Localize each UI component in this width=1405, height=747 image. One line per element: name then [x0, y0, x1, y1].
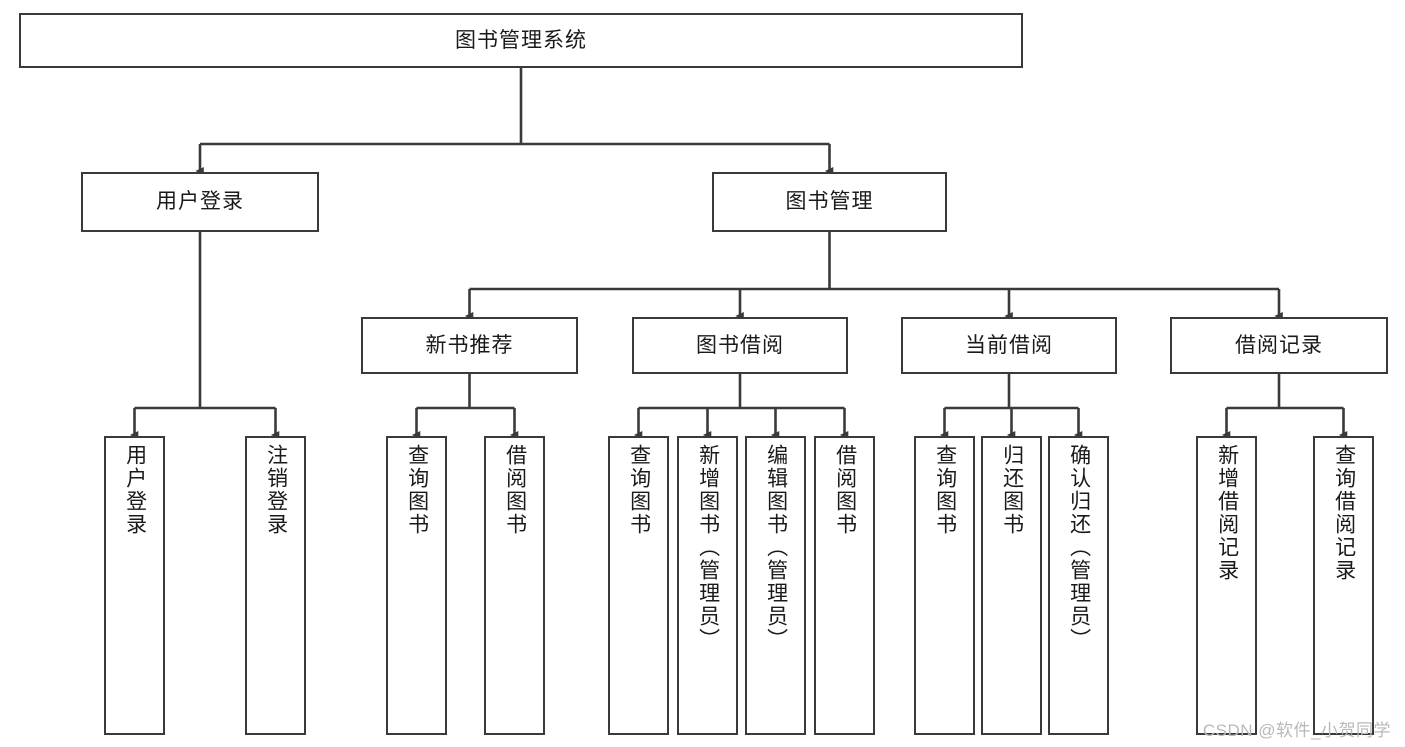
- node-label: 用户登录: [123, 444, 147, 536]
- node-leaf-borrow-2[interactable]: 借阅图书: [814, 436, 875, 735]
- node-label: 归还图书: [1000, 444, 1024, 536]
- node-leaf-confirm[interactable]: 确认归还（管理员）: [1048, 436, 1109, 735]
- node-leaf-query-3[interactable]: 查询图书: [914, 436, 975, 735]
- node-root[interactable]: 图书管理系统: [19, 13, 1023, 68]
- node-label: 查询图书: [933, 444, 957, 536]
- node-label: 新增图书（管理员）: [696, 444, 720, 651]
- node-label: 借阅图书: [833, 444, 857, 536]
- node-leaf-return[interactable]: 归还图书: [981, 436, 1042, 735]
- node-label: 查询图书: [405, 444, 429, 536]
- node-leaf-logout[interactable]: 注销登录: [245, 436, 306, 735]
- watermark: CSDN @软件_小贺同学: [1202, 721, 1391, 740]
- node-label: 当前借阅: [965, 333, 1053, 357]
- node-leaf-edit-book[interactable]: 编辑图书（管理员）: [745, 436, 806, 735]
- node-user-login[interactable]: 用户登录: [81, 172, 319, 232]
- node-book-borrow[interactable]: 图书借阅: [632, 317, 848, 374]
- node-borrow-record[interactable]: 借阅记录: [1170, 317, 1388, 374]
- node-label: 用户登录: [156, 190, 244, 214]
- node-label: 查询图书: [627, 444, 651, 536]
- node-label: 借阅记录: [1235, 333, 1323, 357]
- node-leaf-borrow-1[interactable]: 借阅图书: [484, 436, 545, 735]
- node-book-manage[interactable]: 图书管理: [712, 172, 947, 232]
- node-label: 新书推荐: [425, 333, 514, 357]
- node-current-borrow[interactable]: 当前借阅: [901, 317, 1117, 374]
- node-leaf-user-login[interactable]: 用户登录: [104, 436, 165, 735]
- node-leaf-query-2[interactable]: 查询图书: [608, 436, 669, 735]
- node-label: 注销登录: [264, 444, 288, 536]
- node-leaf-add-book[interactable]: 新增图书（管理员）: [677, 436, 738, 735]
- node-label: 编辑图书（管理员）: [764, 444, 788, 651]
- node-label: 新增借阅记录: [1215, 444, 1239, 582]
- node-label: 借阅图书: [503, 444, 527, 536]
- node-leaf-query-rec[interactable]: 查询借阅记录: [1313, 436, 1374, 735]
- node-leaf-add-record[interactable]: 新增借阅记录: [1196, 436, 1257, 735]
- node-label: 图书借阅: [696, 333, 784, 357]
- node-label: 确认归还（管理员）: [1067, 444, 1091, 651]
- node-label: 查询借阅记录: [1332, 444, 1356, 582]
- node-label: 图书管理系统: [455, 28, 587, 52]
- node-leaf-query-1[interactable]: 查询图书: [386, 436, 447, 735]
- node-new-book-rec[interactable]: 新书推荐: [361, 317, 578, 374]
- node-label: 图书管理: [785, 190, 874, 214]
